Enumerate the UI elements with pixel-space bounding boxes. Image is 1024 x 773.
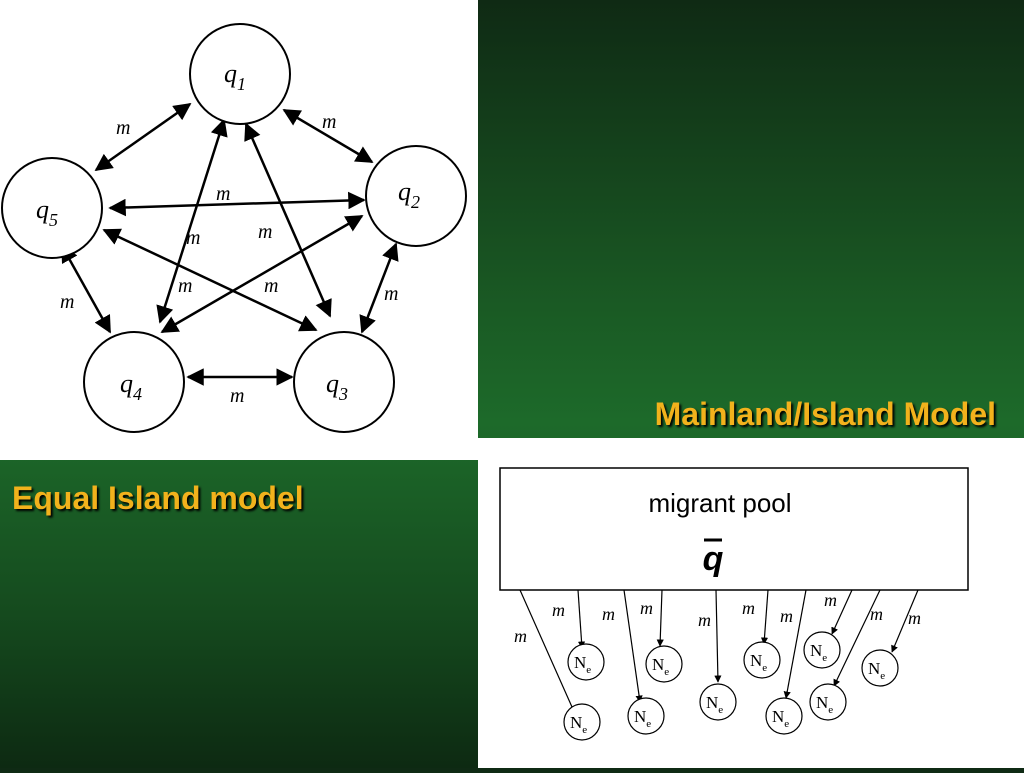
island-label-10: Ne — [868, 659, 885, 682]
island-label-3: Ne — [652, 655, 669, 678]
island-9 — [809, 683, 847, 721]
island-6 — [743, 641, 781, 679]
node-label-q1: q1 — [224, 59, 246, 94]
edge-q5-q2 — [108, 191, 366, 217]
equal-island-edges — [60, 102, 399, 386]
arrow-3 — [623, 589, 643, 703]
mainland-island-svg: migrant pool q m m m m m m m m m m — [499, 467, 969, 741]
edge-q2-q4 — [160, 214, 364, 334]
m-label-2: m — [552, 600, 565, 620]
island-label-5: Ne — [706, 693, 723, 716]
island-2 — [563, 703, 601, 741]
arrow-1 — [519, 589, 577, 717]
island-8 — [803, 631, 841, 669]
node-label-q4: q4 — [120, 369, 142, 404]
edge-label-q4-q3: m — [230, 385, 244, 407]
arrow-7 — [783, 589, 807, 699]
island-label-7: Ne — [772, 707, 789, 730]
island-3 — [645, 645, 683, 683]
m-label-7: m — [780, 606, 793, 626]
node-label-q3: q3 — [326, 369, 348, 404]
island-label-8: Ne — [810, 641, 827, 664]
island-label-2: Ne — [570, 713, 587, 736]
mainland-island-caption: Mainland/Island Model — [654, 396, 996, 432]
equal-island-diagram: q1 q2 q3 q4 q5 m m m m m m m m m m — [0, 0, 478, 460]
island-label-1: Ne — [574, 653, 591, 676]
island-label-4: Ne — [634, 707, 651, 730]
m-label-4: m — [640, 598, 653, 618]
pool-symbol: q — [703, 540, 724, 578]
node-label-q5: q5 — [36, 195, 58, 230]
edge-q1-q3 — [244, 122, 332, 318]
arrow-6 — [760, 589, 769, 645]
edge-q1-q5 — [94, 102, 192, 172]
node-label-q2: q2 — [398, 177, 420, 212]
node-q3 — [293, 331, 395, 433]
node-q2 — [365, 145, 467, 247]
edge-label-q2-q3: m — [384, 283, 398, 305]
edge-label-q5-q4: m — [60, 291, 74, 313]
migrant-pool-box — [499, 467, 969, 591]
arrow-8 — [831, 589, 853, 635]
m-label-8: m — [824, 590, 837, 610]
arrow-2 — [577, 589, 586, 649]
equal-island-caption: Equal Island model — [12, 480, 304, 516]
arrow-5 — [714, 589, 722, 683]
m-label-10: m — [908, 608, 921, 628]
edge-label-q1-q2: m — [322, 111, 336, 133]
m-label-1: m — [514, 626, 527, 646]
equal-island-svg: q1 q2 q3 q4 q5 m m m m m m m m m m — [1, 23, 467, 433]
edge-label-q5-q2: m — [216, 183, 230, 205]
migration-arrows — [519, 589, 919, 717]
edge-label-q1-q4: m — [186, 227, 200, 249]
island-5 — [699, 683, 737, 721]
mainland-island-diagram: migrant pool q m m m m m m m m m m — [478, 438, 1024, 768]
arrow-9 — [833, 589, 881, 687]
island-4 — [627, 697, 665, 735]
m-label-9: m — [870, 604, 883, 624]
arrow-4 — [656, 589, 664, 647]
m-label-5: m — [698, 610, 711, 630]
edge-q2-q3 — [359, 242, 399, 334]
arrow-10 — [891, 589, 919, 653]
edge-q5-q4 — [60, 244, 112, 334]
edge-label-q5-q3: m — [264, 275, 278, 297]
island-label-9: Ne — [816, 693, 833, 716]
edge-label-q1-q3: m — [258, 221, 272, 243]
node-q4 — [83, 331, 185, 433]
island-7 — [765, 697, 803, 735]
edge-q5-q3 — [102, 228, 318, 332]
island-10 — [861, 649, 899, 687]
edge-label-q2-q4: m — [178, 275, 192, 297]
node-q1 — [189, 23, 291, 125]
island-label-6: Ne — [750, 651, 767, 674]
node-q5 — [1, 157, 103, 259]
island-1 — [567, 643, 605, 681]
edge-label-q1-q5: m — [116, 117, 130, 139]
migrant-pool-title: migrant pool — [648, 488, 791, 518]
m-label-3: m — [602, 604, 615, 624]
m-label-6: m — [742, 598, 755, 618]
